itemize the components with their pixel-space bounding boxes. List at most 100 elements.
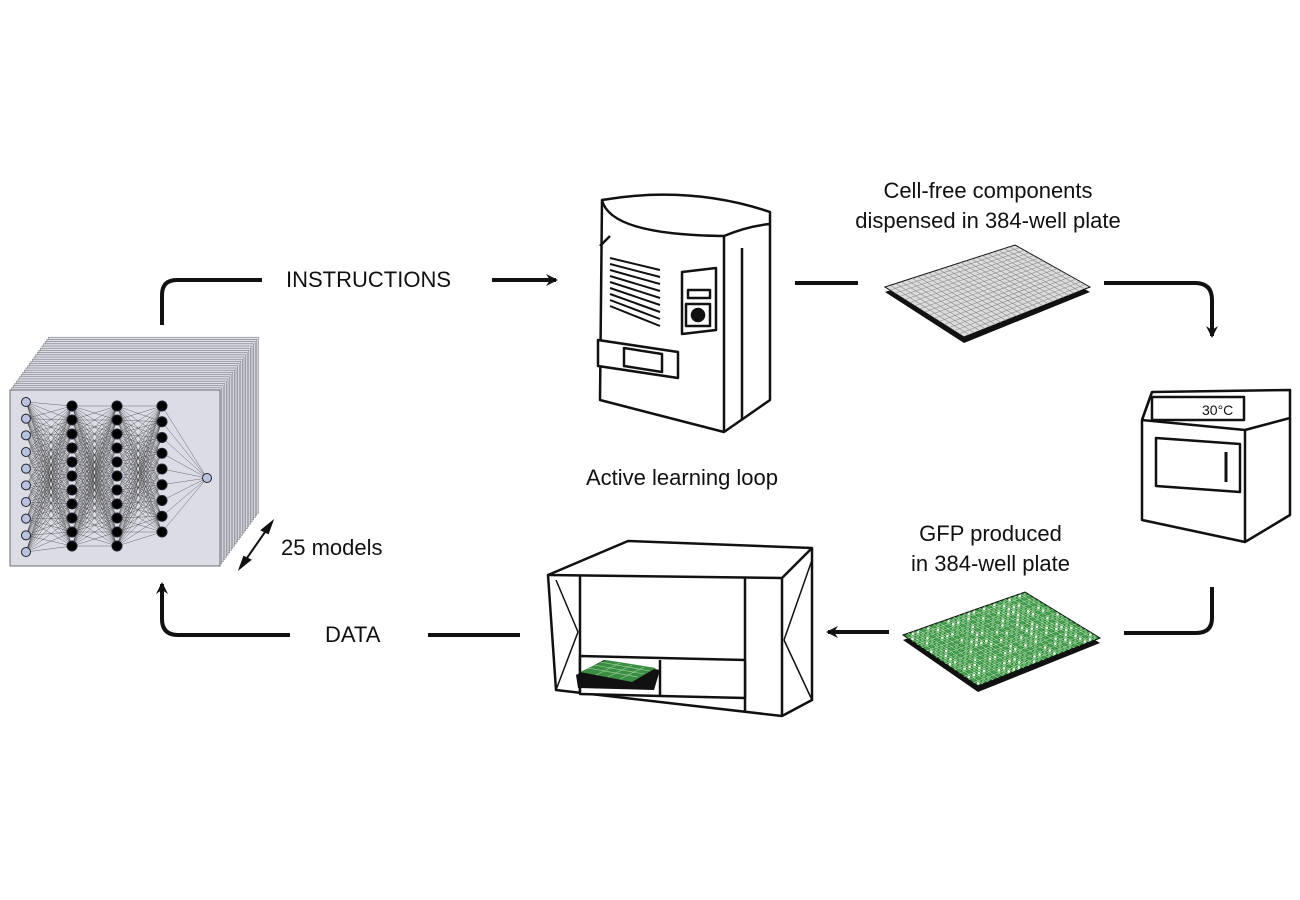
plate-grid-row: [904, 255, 1034, 300]
plate-well: [1032, 603, 1036, 607]
plate-well: [1002, 604, 1006, 608]
plate-well: [958, 664, 962, 667]
plate-well: [969, 655, 972, 659]
network-edge: [116, 433, 163, 501]
plate-well: [977, 666, 981, 670]
network-edge: [25, 447, 73, 453]
network-node: [21, 480, 31, 491]
plate-well: [1028, 652, 1032, 655]
plate-well: [1013, 596, 1017, 600]
network-edge: [116, 437, 163, 477]
plate-well: [1044, 641, 1047, 644]
network-edge: [116, 475, 163, 485]
plate-well: [982, 674, 986, 678]
network-edge: [25, 419, 73, 469]
plate-well: [972, 673, 976, 677]
plate-grid-row: [894, 249, 1025, 294]
plate-well: [983, 664, 986, 668]
plate-well: [1021, 621, 1024, 625]
network-edge: [116, 437, 163, 547]
plate-well: [974, 653, 977, 657]
plate-well: [981, 626, 984, 630]
plate-well: [1024, 634, 1028, 637]
plate-well: [935, 643, 939, 647]
plate-well: [1005, 632, 1009, 635]
plate-well: [998, 653, 1002, 657]
plate-well: [1065, 618, 1069, 622]
network-edge: [161, 477, 208, 517]
neural-network-stack-icon: [9, 336, 259, 567]
plate-well: [925, 647, 929, 650]
plate-well: [1035, 620, 1039, 624]
plate-well: [1023, 654, 1027, 657]
plate-well: [986, 678, 990, 681]
plate-well: [986, 619, 990, 623]
plate-well: [1003, 651, 1007, 655]
plate-well: [990, 632, 994, 636]
plate-grid-row: [973, 634, 1096, 684]
plate-well: [967, 675, 971, 679]
plate-well: [962, 614, 966, 618]
plate-well: [955, 635, 959, 639]
network-edge: [25, 419, 73, 553]
network-node: [111, 456, 123, 468]
plate-well: [1010, 625, 1014, 629]
network-edge: [116, 419, 163, 470]
plate-well: [962, 619, 965, 623]
plate-well: [1027, 662, 1031, 665]
plate-well: [1055, 627, 1058, 631]
plate-well: [1028, 657, 1031, 660]
network-edge: [116, 447, 163, 501]
plate-well: [926, 627, 930, 630]
plate-well: [1020, 626, 1024, 630]
plate-well: [1038, 643, 1042, 646]
network-edge: [116, 461, 163, 470]
plate-well: [976, 682, 980, 685]
plate-well: [906, 634, 910, 638]
plate-well: [1079, 632, 1083, 636]
network-edge: [116, 453, 163, 505]
plate-well: [999, 648, 1002, 652]
plate-well: [1033, 650, 1037, 653]
network-node: [111, 526, 123, 538]
plate-well: [947, 619, 950, 623]
network-edge: [25, 447, 73, 553]
plate-well: [1031, 612, 1035, 616]
network-edge: [25, 418, 73, 463]
network-edge: [116, 405, 163, 463]
plate-well: [1060, 615, 1064, 619]
plate-well: [1005, 627, 1009, 630]
plate-well: [1030, 627, 1034, 631]
plate-well: [991, 622, 995, 626]
plate-well: [1019, 636, 1023, 639]
plate-well: [1042, 604, 1045, 608]
network-node: [111, 414, 123, 426]
plate-well: [979, 641, 983, 645]
network-edge: [116, 405, 163, 422]
network-edge: [161, 477, 208, 485]
plate-well: [994, 640, 998, 644]
plate-well: [1060, 625, 1063, 629]
plate-well: [977, 676, 980, 680]
network-edge: [116, 419, 163, 454]
network-edge: [25, 447, 73, 536]
plate-well: [1001, 614, 1005, 618]
plate-well: [1083, 635, 1087, 639]
network-node: [66, 512, 78, 524]
plate-well: [921, 633, 925, 637]
plate-well: [1042, 656, 1046, 659]
plate-well: [1022, 659, 1026, 662]
network-edge: [116, 447, 163, 533]
plate-well: [983, 654, 987, 658]
plate-well: [975, 633, 979, 637]
network-edge: [25, 418, 73, 421]
network-edge: [25, 418, 73, 477]
plate-well: [1008, 598, 1011, 602]
network-edge: [116, 405, 163, 477]
plate-well: [987, 667, 991, 671]
plate-well: [968, 665, 972, 669]
plate-well: [1006, 617, 1010, 621]
plate-well: [931, 630, 935, 634]
network-edge: [116, 419, 163, 501]
